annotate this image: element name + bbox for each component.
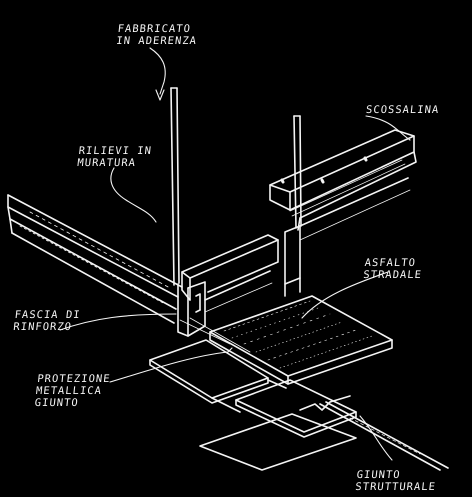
label-scossalina: SCOSSALINA <box>365 104 440 116</box>
corner-block <box>177 234 279 337</box>
label-fascia: FASCIA DI RINFORZO <box>12 309 82 333</box>
metal-joint-cover <box>149 339 357 438</box>
left-parapet-wall <box>7 194 183 324</box>
building-post <box>170 87 180 286</box>
asphalt-slab <box>209 295 393 385</box>
label-rilievi: RILIEVI IN MURATURA <box>76 145 153 169</box>
structural-joint <box>179 317 449 471</box>
right-wall-scossalina <box>269 115 417 297</box>
leader-lines <box>59 47 411 461</box>
label-giunto: GIUNTO STRUTTURALE <box>354 469 437 493</box>
label-fabbricato: FABBRICATO IN ADERENZA <box>115 23 198 47</box>
label-asfalto: ASFALTO STRADALE <box>362 257 423 281</box>
label-protezione: PROTEZIONE METALLICA GIUNTO <box>34 373 112 409</box>
